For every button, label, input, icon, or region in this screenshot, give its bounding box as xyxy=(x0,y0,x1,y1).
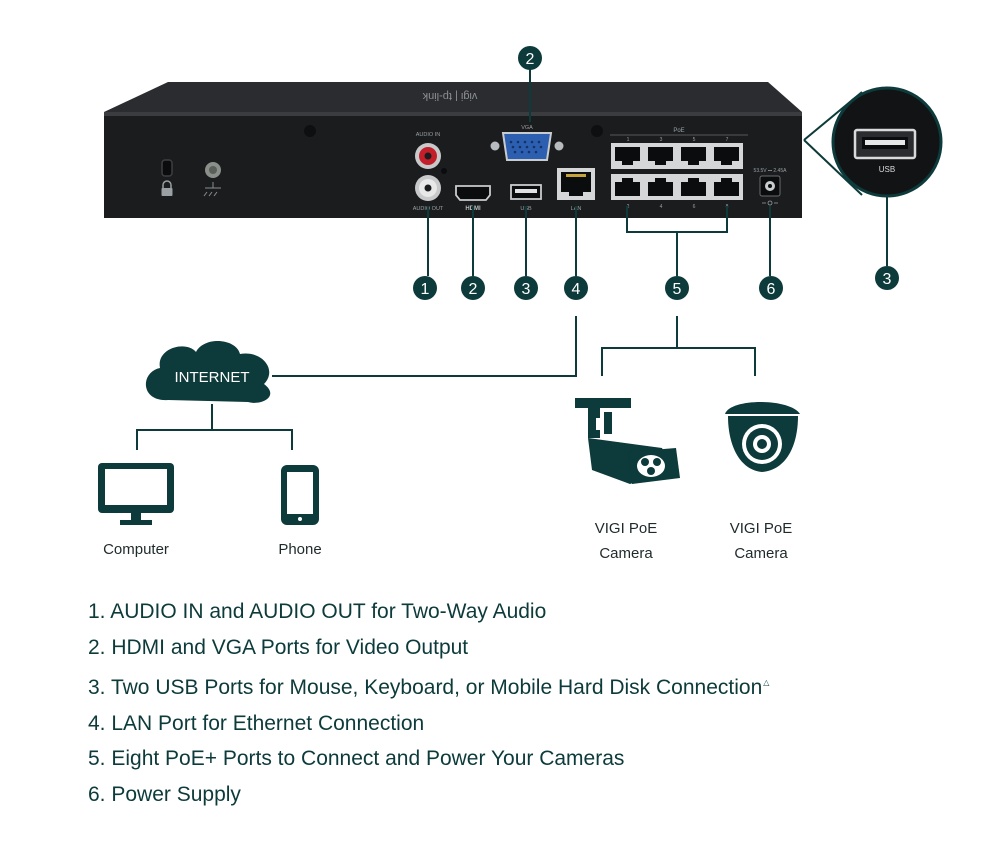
screw xyxy=(591,125,603,137)
legend-item: 2. HDMI and VGA Ports for Video Output xyxy=(88,630,769,666)
legend-item: 1. AUDIO IN and AUDIO OUT for Two-Way Au… xyxy=(88,594,769,630)
legend-item-text: 2. HDMI and VGA Ports for Video Output xyxy=(88,635,469,659)
svg-text:5: 5 xyxy=(673,281,682,298)
screw xyxy=(304,125,316,137)
callout-badge: 5 xyxy=(665,276,689,300)
vga-port: VGA xyxy=(490,125,564,161)
legend-item: 3. Two USB Ports for Mouse, Keyboard, or… xyxy=(88,665,769,706)
bullet-camera-icon: VIGI PoE Camera xyxy=(575,398,680,562)
legend-item-text: 1. AUDIO IN and AUDIO OUT for Two-Way Au… xyxy=(88,600,547,623)
camera2-label-line2: Camera xyxy=(734,545,788,562)
svg-text:2: 2 xyxy=(526,51,535,68)
callout-badge: 1 xyxy=(413,276,437,300)
svg-text:4: 4 xyxy=(572,281,581,298)
nvr-connection-diagram: vigi | tp-link AUDIO IN AUDIO OUT xyxy=(98,46,943,562)
lan-port: LAN xyxy=(557,168,595,212)
poe-number: 4 xyxy=(660,204,663,210)
callout-badge: 3 xyxy=(514,276,538,300)
legend-item-text: 5. Eight PoE+ Ports to Connect and Power… xyxy=(88,747,625,770)
poe-number: 5 xyxy=(693,137,696,143)
phone-icon: Phone xyxy=(278,465,322,558)
phone-label: Phone xyxy=(278,541,321,558)
poe-port-block: PoE 1 3 5 7 2 4 xyxy=(610,128,748,210)
callout-badge: 4 xyxy=(564,276,588,300)
poe-number: 1 xyxy=(627,137,630,143)
legend-item: 6. Power Supply xyxy=(88,777,769,813)
legend-item-text: 3. Two USB Ports for Mouse, Keyboard, or… xyxy=(88,676,763,699)
poe-number: 6 xyxy=(693,204,696,210)
power-port: 53.5V ⎓ 2.45A xyxy=(754,168,788,206)
svg-text:6: 6 xyxy=(767,281,776,298)
device-top-face xyxy=(104,82,802,112)
internet-label: INTERNET xyxy=(175,369,250,386)
computer-label: Computer xyxy=(103,541,169,558)
brand-mark: vigi | tp-link xyxy=(422,90,477,102)
camera1-label-line1: VIGI PoE xyxy=(595,520,658,537)
turret-camera-icon: VIGI PoE Camera xyxy=(725,402,800,562)
callout-badge: 2 xyxy=(518,46,542,70)
camera1-label-line2: Camera xyxy=(599,545,653,562)
lock-slot-icon xyxy=(161,159,173,196)
legend-item-text: 6. Power Supply xyxy=(88,782,241,806)
svg-text:2: 2 xyxy=(469,281,478,298)
connector-lines xyxy=(136,68,771,450)
poe-label: PoE xyxy=(673,128,684,134)
legend-item: 4. LAN Port for Ethernet Connection xyxy=(88,706,769,742)
legend-item: 5. Eight PoE+ Ports to Connect and Power… xyxy=(88,741,769,777)
power-rating-label: 53.5V ⎓ 2.45A xyxy=(754,168,788,174)
internet-cloud-icon: INTERNET xyxy=(145,340,271,403)
poe-number: 7 xyxy=(726,137,729,143)
svg-text:3: 3 xyxy=(522,281,531,298)
poe-number: 3 xyxy=(660,137,663,143)
usb-zoom-inset: USB xyxy=(803,86,943,266)
camera2-label-line1: VIGI PoE xyxy=(730,520,793,537)
port-legend: 1. AUDIO IN and AUDIO OUT for Two-Way Au… xyxy=(88,594,769,812)
legend-item-text: 4. LAN Port for Ethernet Connection xyxy=(88,711,425,735)
callout-badges: 2 1 2 3 4 5 6 3 xyxy=(413,46,899,300)
callout-badge: 6 xyxy=(759,276,783,300)
ground-terminal-icon xyxy=(203,162,221,197)
callout-badge: 2 xyxy=(461,276,485,300)
svg-text:3: 3 xyxy=(883,271,892,288)
nvr-device: vigi | tp-link AUDIO IN AUDIO OUT xyxy=(104,82,802,218)
vga-label: VGA xyxy=(521,125,533,131)
poe-number: 2 xyxy=(627,204,630,210)
computer-icon: Computer xyxy=(98,463,174,558)
svg-text:1: 1 xyxy=(421,281,430,298)
audio-in-label: AUDIO IN xyxy=(416,132,440,138)
footnote-triangle-icon: △ xyxy=(763,678,770,687)
zoom-usb-label: USB xyxy=(879,165,895,174)
callout-badge: 3 xyxy=(875,266,899,290)
